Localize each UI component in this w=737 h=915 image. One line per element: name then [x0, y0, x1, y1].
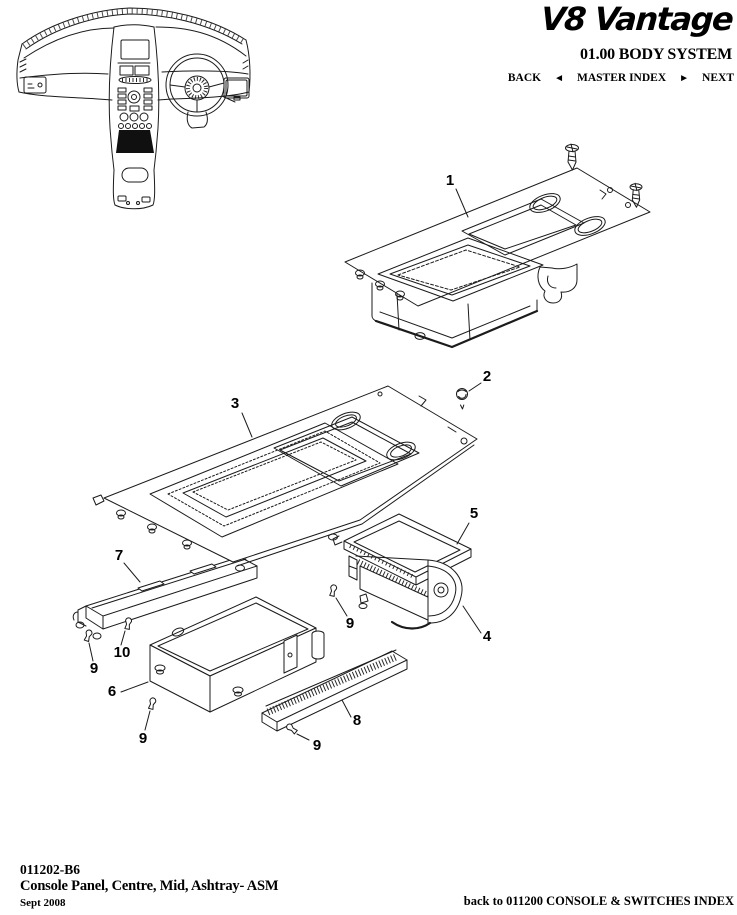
revision-date: Sept 2008 — [20, 897, 66, 909]
callout-label: 2 — [483, 368, 491, 385]
part-4-ashtray-body — [349, 556, 462, 629]
part-1-console-panel-assembly — [345, 144, 650, 347]
clip-fastener-icon — [148, 697, 157, 709]
part-7-support-rail — [73, 557, 257, 639]
callout-label: 1 — [446, 172, 454, 189]
console-highlight-area — [116, 130, 154, 153]
nav-back-link[interactable]: BACK — [507, 72, 542, 84]
part-number: 011202-B6 — [20, 862, 81, 877]
callout-label: 3 — [231, 395, 239, 412]
header-navigation: BACK ◄ MASTER INDEX ► NEXT — [508, 72, 734, 84]
callout-label: 9 — [139, 730, 147, 747]
clip-fastener-icon — [329, 584, 337, 596]
dashboard-location-thumbnail — [17, 8, 250, 209]
clip-fastener-icon — [124, 617, 132, 629]
clip-fastener-icon — [285, 723, 297, 735]
callout-label: 9 — [346, 615, 354, 632]
part-3-console-panel — [93, 386, 477, 571]
back-arrow-icon: ◄ — [554, 72, 564, 84]
clip-fastener-icon — [84, 629, 93, 642]
callout-label: 9 — [313, 737, 321, 754]
callout-label: 7 — [115, 547, 123, 564]
part-5-ashtray-lid-frame — [333, 514, 471, 585]
body-system-title: 01.00 BODY SYSTEM — [579, 46, 732, 63]
callout-label: 8 — [353, 712, 361, 729]
next-arrow-icon: ► — [679, 72, 690, 84]
part-2-fastener — [457, 389, 468, 410]
callout-label: 6 — [108, 683, 116, 700]
v8-vantage-logo: V8 Vantage — [539, 0, 734, 38]
nav-next-link[interactable]: NEXT — [702, 72, 734, 84]
part-6-storage-box — [150, 597, 324, 712]
screw-icon — [566, 144, 579, 170]
callout-label: 10 — [114, 644, 131, 661]
back-to-index-link[interactable]: back to 011200 CONSOLE & SWITCHES INDEX — [463, 894, 734, 908]
callout-label: 4 — [483, 628, 492, 645]
callout-leader-lines — [89, 189, 481, 740]
part-8-trim-strip — [262, 650, 407, 731]
part-title: Console Panel, Centre, Mid, Ashtray- ASM — [20, 878, 279, 894]
callout-label: 5 — [470, 505, 478, 522]
callout-label: 9 — [90, 660, 98, 677]
nav-master-index-link[interactable]: MASTER INDEX — [577, 72, 667, 84]
screw-icon — [630, 183, 642, 207]
